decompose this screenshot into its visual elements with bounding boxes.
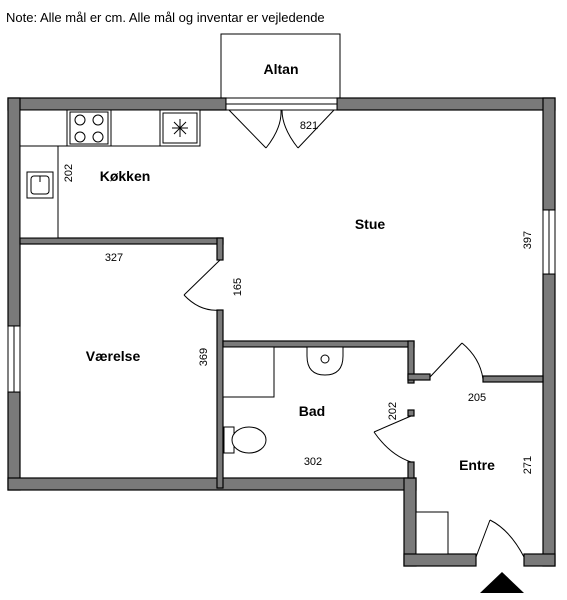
balcony	[220, 33, 341, 99]
kitchen-sink-icon	[26, 171, 54, 199]
dimension-bad-bottom: 302	[304, 456, 322, 468]
dimension-entre-top: 205	[468, 392, 486, 404]
shower	[222, 346, 275, 398]
dimension-entre-side: 271	[522, 456, 534, 474]
room-label-stue: Stue	[355, 216, 386, 232]
dimension-stue-right: 397	[522, 231, 534, 249]
room-label-vaerelse: Værelse	[86, 348, 141, 364]
room-label-bad: Bad	[299, 403, 325, 419]
room-label-altan: Altan	[264, 61, 299, 77]
doors	[183, 109, 525, 558]
stove-icon	[69, 111, 109, 145]
outer-walls	[7, 97, 556, 567]
dimension-vaerelse-top: 327	[105, 252, 123, 264]
fan-icon	[162, 112, 198, 144]
entrance-arrow-icon	[480, 572, 524, 593]
dimension-bad-side: 202	[387, 402, 399, 420]
dimension-altan-door: 821	[300, 120, 318, 132]
dimension-kitchen-depth: 202	[63, 164, 75, 182]
room-label-entre: Entre	[459, 457, 495, 473]
closet	[415, 511, 449, 555]
washbasin-icon	[306, 346, 344, 376]
windows	[7, 97, 556, 393]
toilet-icon	[223, 426, 267, 454]
interior-walls	[19, 237, 544, 489]
plan-note: Note: Alle mål er cm. Alle mål og invent…	[6, 10, 325, 25]
room-label-kokken: Køkken	[100, 168, 151, 184]
dimension-vaerelse-door: 165	[232, 278, 244, 296]
dimension-vaerelse-side: 369	[198, 348, 210, 366]
